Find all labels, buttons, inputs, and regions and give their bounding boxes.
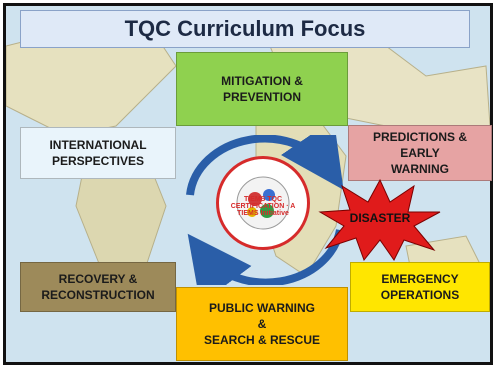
disaster-burst [318, 178, 441, 262]
predictions-early-warning-box: PREDICTIONS & EARLY WARNING [348, 125, 492, 181]
emergency-operations-box: EMERGENCY OPERATIONS [350, 262, 490, 312]
disaster-label: DISASTER [349, 211, 411, 225]
mitigation-prevention-box: MITIGATION & PREVENTION [176, 52, 348, 126]
badge-text: TIEMS TQC CERTIFICATION · A TIEMS Initia… [230, 196, 296, 217]
recovery-reconstruction-box: RECOVERY & RECONSTRUCTION [20, 262, 176, 312]
tiems-certification-badge [216, 156, 310, 250]
globe-icon [236, 176, 290, 230]
diagram-title: TQC Curriculum Focus [20, 10, 470, 48]
public-warning-search-rescue-box: PUBLIC WARNING & SEARCH & RESCUE [176, 287, 348, 361]
cycle-arrows [186, 135, 344, 285]
international-perspectives-box: INTERNATIONAL PERSPECTIVES [20, 127, 176, 179]
